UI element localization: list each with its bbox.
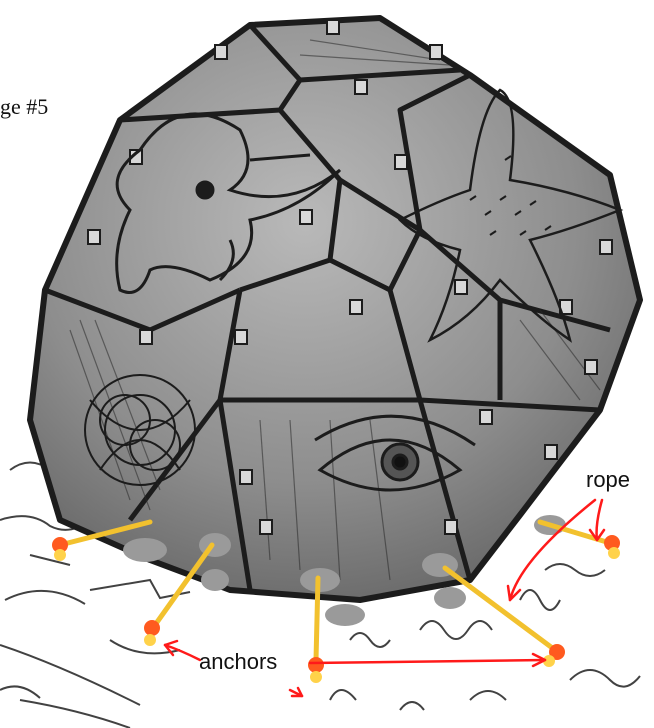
anchor-marker [604,535,620,559]
anchor-marker [543,644,565,667]
dodecahedron-body [30,18,640,600]
anchors-label: anchors [199,649,277,675]
anchor-marker [52,537,68,561]
anchor-marker [308,657,324,683]
rope-label: rope [586,467,630,493]
anchor-marker [144,620,160,646]
stage-label: ge #5 [0,94,48,120]
